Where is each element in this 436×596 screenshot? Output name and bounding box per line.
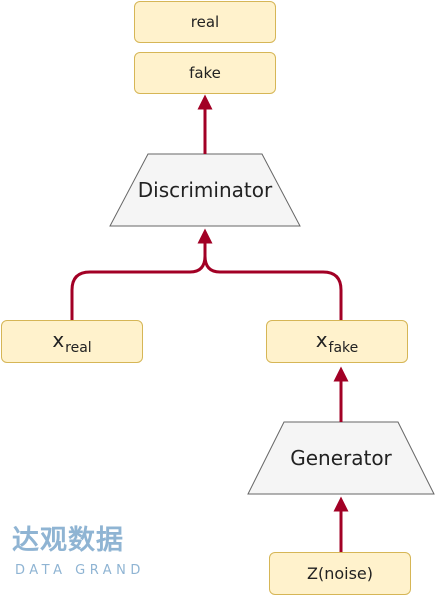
- x-real-base: x: [52, 327, 65, 352]
- logo-english-text: DATA GRAND: [15, 563, 145, 578]
- generator-label-wrap: Generator: [248, 422, 434, 494]
- real-output-box: real: [134, 1, 276, 43]
- datagrand-logo: 达观数据 DATA GRAND: [12, 523, 162, 578]
- x-fake-label: xfake: [316, 328, 359, 356]
- x-fake-box: xfake: [266, 320, 408, 363]
- edge-xfake-to-discriminator: [203, 255, 343, 320]
- x-real-subscript: real: [65, 339, 92, 356]
- fake-output-label: fake: [189, 64, 221, 82]
- x-real-label: xreal: [52, 328, 91, 356]
- discriminator-shape: [109, 153, 301, 227]
- generator-label: Generator: [290, 446, 392, 470]
- logo-chinese-text: 达观数据: [12, 525, 124, 556]
- fake-output-box: fake: [134, 52, 276, 94]
- x-fake-base: x: [315, 327, 328, 352]
- real-output-label: real: [190, 13, 220, 31]
- discriminator-label-wrap: Discriminator: [110, 154, 300, 226]
- generator-shape: [247, 421, 435, 495]
- noise-label: Z(noise): [307, 564, 373, 583]
- x-fake-subscript: fake: [328, 339, 359, 356]
- noise-input-box: Z(noise): [269, 552, 411, 595]
- x-real-box: xreal: [1, 320, 143, 363]
- edge-xreal-to-discriminator: [70, 228, 213, 320]
- discriminator-label: Discriminator: [137, 178, 273, 202]
